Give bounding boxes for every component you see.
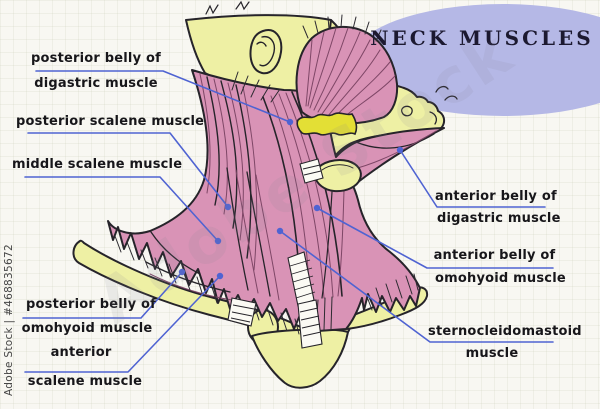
label-sternocleidomastoid-line-1: sternocleidomastoid xyxy=(428,324,582,339)
leader-posterior-omohyoid xyxy=(22,271,183,319)
dot-anterior-scalene xyxy=(216,272,224,280)
dot-anterior-digastric xyxy=(396,146,404,154)
dot-posterior-digastric xyxy=(286,118,294,126)
tendon-hatch-lines xyxy=(230,304,255,323)
posterior-muscle-fibers xyxy=(199,73,258,271)
label-middle-scalene: middle scalene muscle xyxy=(12,157,183,172)
tendon-hatch-group xyxy=(227,158,324,349)
leader-posterior-digastric xyxy=(35,70,291,123)
label-anterior-scalene-line-2: scalene muscle xyxy=(27,374,143,389)
label-anterior-omohyoid-line-1: anterior belly of xyxy=(433,248,556,263)
dot-middle-scalene xyxy=(214,237,222,245)
ear-inner-detail xyxy=(256,35,276,67)
right-fringe-hairs xyxy=(365,273,419,311)
strap-muscle-fiber xyxy=(337,189,345,297)
omohyoid-band-lines xyxy=(145,231,231,293)
neck-muscle-mass xyxy=(107,69,445,333)
dot-posterior-omohyoid xyxy=(178,268,186,276)
leader-sternocleidomastoid xyxy=(279,230,554,343)
tendon-patch xyxy=(299,158,324,184)
dot-posterior-scalene xyxy=(224,203,232,211)
page-title: NECK MUSCLES xyxy=(370,26,594,50)
stock-id-watermark: Adobe Stock | #468835672 xyxy=(3,244,15,396)
masseter-top-spikes xyxy=(302,14,382,42)
label-posterior-omohyoid-line-2: omohyoid muscle xyxy=(21,321,153,336)
strap-muscle-lines xyxy=(321,191,333,299)
cartilage-group xyxy=(296,112,362,193)
lip-detail xyxy=(400,105,437,125)
label-anterior-omohyoid-line-2: omohyoid muscle xyxy=(435,271,566,286)
hyoid-bone-shape xyxy=(296,112,358,136)
leader-anterior-digastric xyxy=(399,149,546,208)
tendon-hatch-lines xyxy=(299,307,322,337)
leader-posterior-scalene xyxy=(27,132,229,208)
label-anterior-digastric-line-2: digastric muscle xyxy=(437,211,561,226)
label-anterior-scalene-line-1: anterior xyxy=(50,345,112,360)
masseter-fibers xyxy=(305,27,396,120)
label-posterior-digastric-line-2: digastric muscle xyxy=(34,76,158,91)
tendon-hatch-lines xyxy=(289,259,316,299)
occipital-spikes xyxy=(231,71,281,103)
sternum-shape xyxy=(251,328,349,389)
thyroid-cartilage-line xyxy=(321,164,354,171)
label-posterior-scalene: posterior scalene muscle xyxy=(16,114,205,129)
leader-anterior-omohyoid xyxy=(316,207,554,269)
dot-anterior-omohyoid xyxy=(313,204,321,212)
masseter-muscle-shape xyxy=(295,25,399,125)
omohyoid-band-fiber xyxy=(149,273,233,301)
leader-anterior-scalene xyxy=(24,275,221,373)
digastric-lines xyxy=(355,133,435,149)
label-posterior-omohyoid-line-1: posterior belly of xyxy=(26,297,156,312)
label-anterior-digastric-line-1: anterior belly of xyxy=(435,189,557,204)
ear-shape xyxy=(249,29,283,75)
scalene-fibers xyxy=(235,169,280,301)
leader-middle-scalene xyxy=(24,176,219,242)
tendon-hatch-lines xyxy=(302,164,322,176)
leader-lines-group xyxy=(22,70,554,373)
chin-curl-marks xyxy=(435,85,458,101)
title-ellipse xyxy=(352,4,600,116)
dot-sternocleidomastoid xyxy=(276,227,284,235)
label-posterior-digastric-line-1: posterior belly of xyxy=(31,51,161,66)
skull-curl-marks xyxy=(205,0,250,15)
label-sternocleidomastoid-line-2: muscle xyxy=(465,346,519,361)
scalene-lines xyxy=(226,167,271,297)
